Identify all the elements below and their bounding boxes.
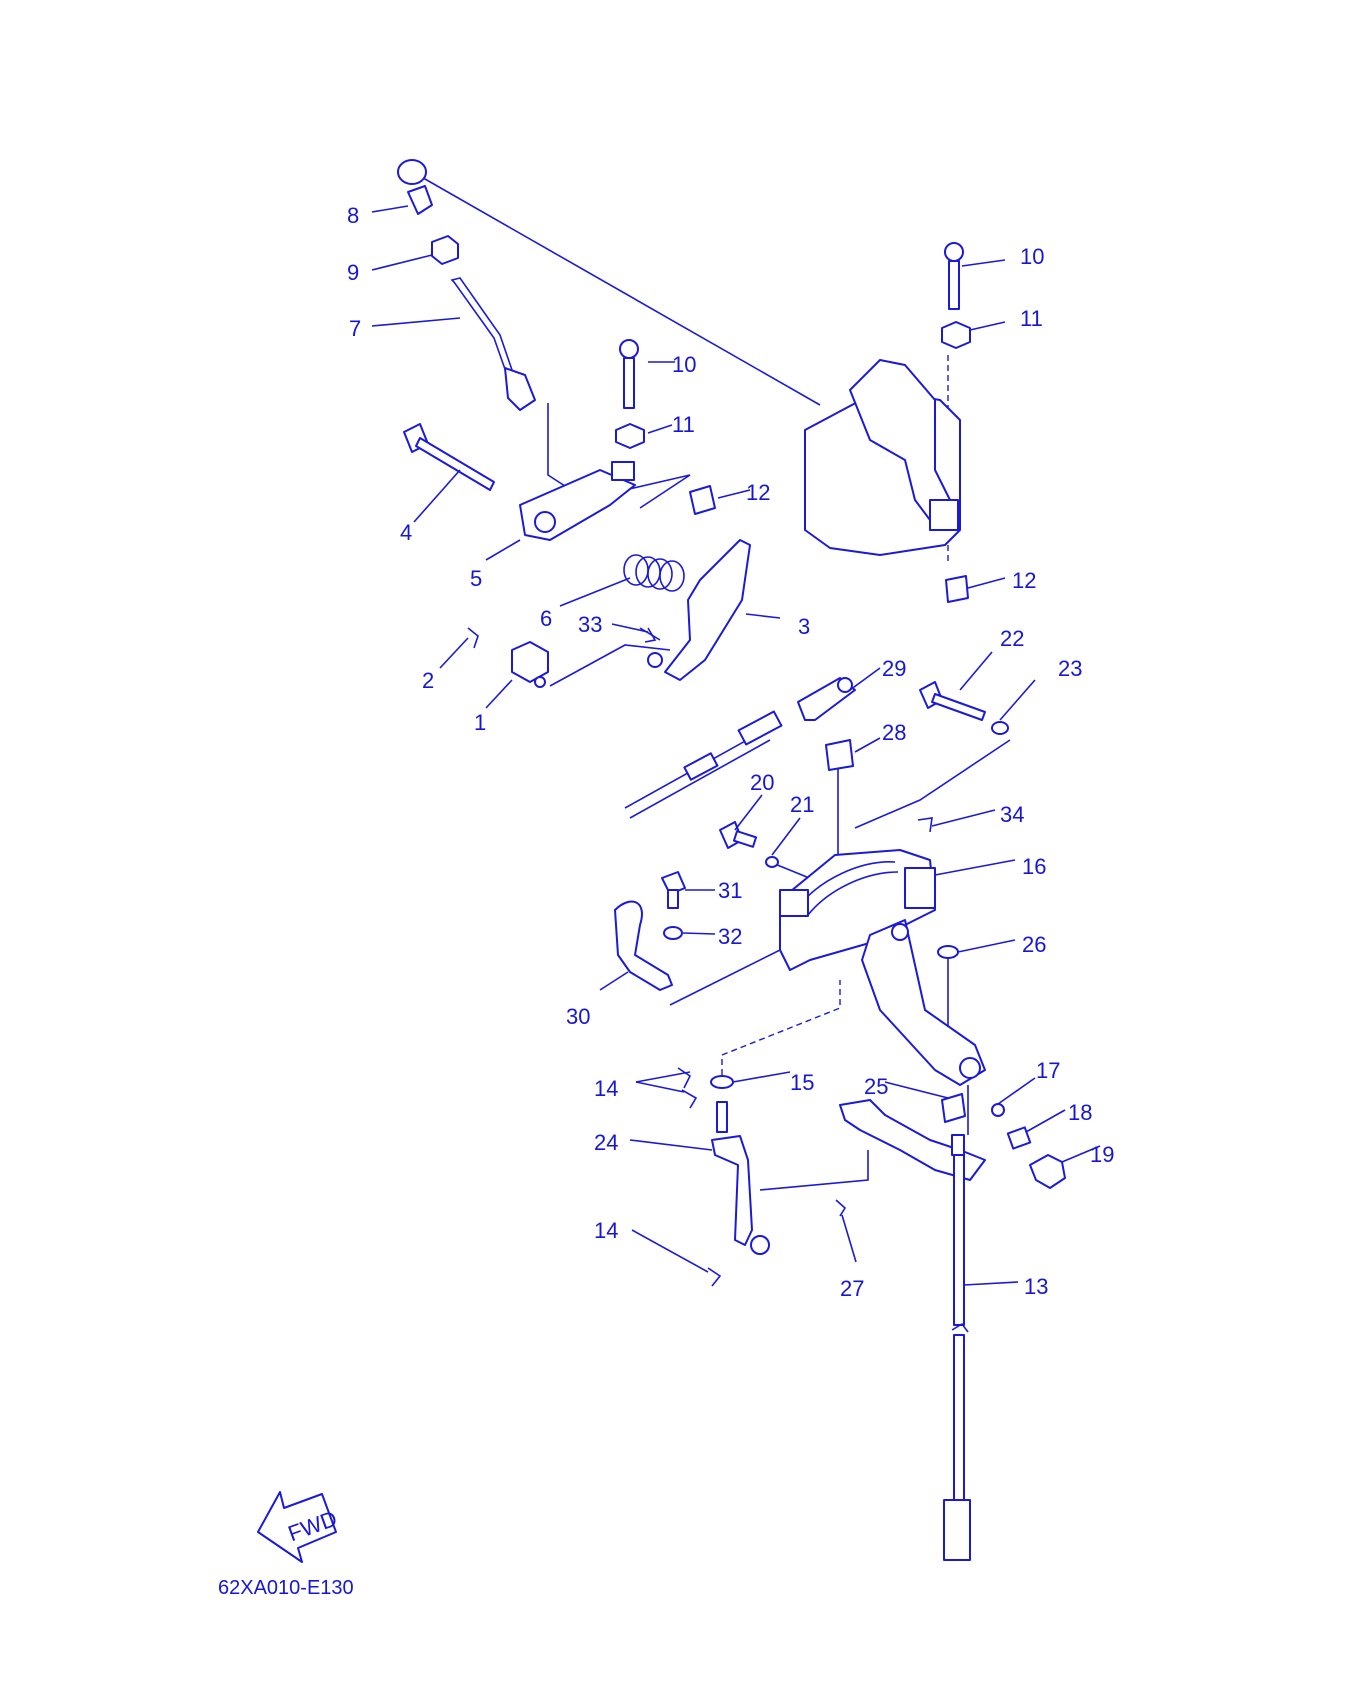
callout-11: 11 [1020, 306, 1043, 331]
callout-9: 9 [347, 260, 359, 285]
part-2-pin [467, 627, 479, 649]
part-16-shift-housing [779, 849, 936, 971]
callout-4: 4 [400, 520, 412, 545]
part-3-cam-plate [647, 539, 751, 681]
callout-10: 10 [672, 352, 696, 377]
callout-7: 7 [349, 316, 361, 341]
part-32-washer [663, 926, 683, 940]
part-12-bushing-a [689, 485, 716, 515]
callout-2: 2 [422, 668, 434, 693]
part-11-nut-b [941, 321, 971, 349]
part-27-pin [835, 1199, 847, 1217]
part-11-nut-a [615, 423, 645, 449]
cable [683, 710, 783, 781]
part-5-lever [519, 461, 636, 541]
part-22-bolt [919, 681, 986, 721]
callout-25: 25 [864, 1074, 888, 1099]
part-9-collar [431, 235, 459, 265]
callout-15: 15 [790, 1070, 814, 1095]
part-33-pin [644, 627, 657, 643]
callout-5: 5 [470, 566, 482, 591]
callout-8: 8 [347, 203, 359, 228]
drawing-code: 62XA010-E130 [218, 1577, 354, 1599]
part-shift-lever-bracket [839, 1099, 986, 1181]
callout-14: 14 [594, 1218, 618, 1243]
part-31-bolt [661, 871, 686, 909]
callout-20: 20 [750, 770, 774, 795]
part-28-collar [825, 739, 854, 771]
part-13-shift-rod [943, 1134, 971, 1561]
part-25-collar [941, 1093, 966, 1123]
callout-12: 12 [746, 480, 770, 505]
part-29-clevis [797, 677, 856, 721]
callout-26: 26 [1022, 932, 1046, 957]
part-17-ball [991, 1103, 1005, 1117]
callout-32: 32 [718, 924, 742, 949]
part-4-bolt [403, 423, 495, 491]
callout-23: 23 [1058, 656, 1082, 681]
part-18-spring [1006, 1126, 1032, 1150]
callout-12: 12 [1012, 568, 1036, 593]
part-24-link [711, 1101, 770, 1255]
part-12-bushing-b [945, 575, 969, 603]
part-6-spring [623, 554, 685, 592]
bracket-housing [804, 359, 961, 556]
part-15-washer [710, 1075, 734, 1089]
part-14-clip-b [707, 1267, 722, 1287]
callout-16: 16 [1022, 854, 1046, 879]
callout-14: 14 [594, 1076, 618, 1101]
callout-6: 6 [540, 606, 552, 631]
part-7-rod [450, 277, 536, 411]
callout-34: 34 [1000, 802, 1024, 827]
part-26-washer [937, 945, 959, 959]
part-shift-arm [861, 919, 986, 1086]
callout-33: 33 [578, 612, 602, 637]
callout-13: 13 [1024, 1274, 1048, 1299]
part-34-pin [917, 817, 933, 833]
part-23-washer [991, 721, 1009, 735]
callout-28: 28 [882, 720, 906, 745]
callout-31: 31 [718, 878, 742, 903]
callout-18: 18 [1068, 1100, 1092, 1125]
callout-30: 30 [566, 1004, 590, 1029]
callout-1: 1 [474, 710, 486, 735]
part-10-screw-a [619, 339, 639, 409]
part-10-screw-b [944, 242, 964, 310]
leader-lines [371, 205, 1101, 1286]
callout-29: 29 [882, 656, 906, 681]
part-1-block [511, 641, 549, 688]
part-14-clip-a [677, 1067, 698, 1109]
part-21-washer [765, 856, 779, 868]
callout-17: 17 [1036, 1058, 1060, 1083]
callout-27: 27 [840, 1276, 864, 1301]
part-30-fork [614, 900, 673, 991]
callout-10: 10 [1020, 244, 1044, 269]
callout-24: 24 [594, 1130, 618, 1155]
part-8-clip [397, 159, 433, 215]
callout-19: 19 [1090, 1142, 1114, 1167]
fwd-arrow-badge: FWD [257, 1491, 340, 1563]
part-19-cap [1029, 1154, 1066, 1189]
callout-labels: 8 9 7 10 11 4 5 12 6 33 3 2 1 10 11 12 2… [347, 203, 1114, 1301]
callout-11: 11 [672, 412, 695, 437]
callout-3: 3 [798, 614, 810, 639]
callout-21: 21 [790, 792, 814, 817]
callout-22: 22 [1000, 626, 1024, 651]
